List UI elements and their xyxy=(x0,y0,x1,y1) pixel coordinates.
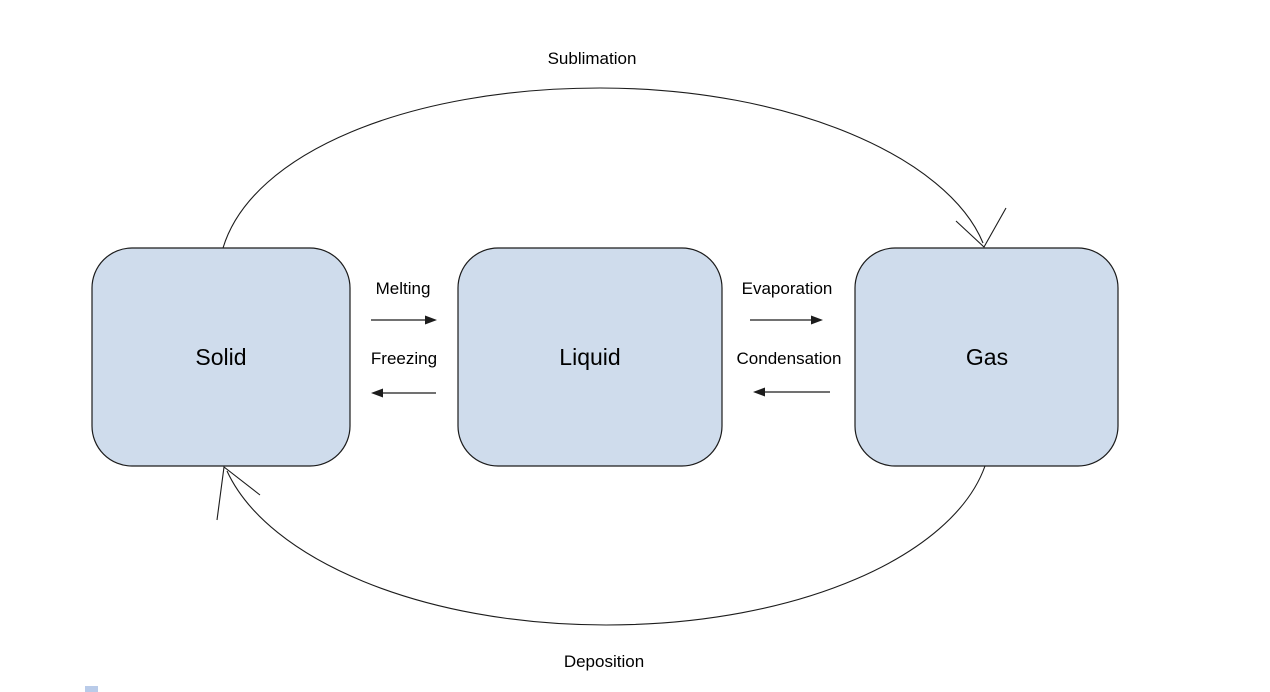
corner-artifact-shape xyxy=(85,686,98,692)
deposition-arrowhead-icon xyxy=(216,465,261,521)
condensation-arrowhead-icon xyxy=(753,387,765,397)
node-solid xyxy=(91,247,351,467)
node-solid-label: Solid xyxy=(195,344,246,370)
melting-arrowhead-icon xyxy=(425,315,437,325)
node-gas-label: Gas xyxy=(966,344,1008,370)
node-liquid-label: Liquid xyxy=(559,344,620,370)
node-liquid xyxy=(457,247,723,467)
evaporation-label: Evaporation xyxy=(742,279,833,298)
condensation-label: Condensation xyxy=(737,349,842,368)
melting-label: Melting xyxy=(376,279,431,298)
deposition-label: Deposition xyxy=(564,652,644,671)
sublimation-arrow-curve xyxy=(222,87,984,249)
sublimation-label: Sublimation xyxy=(548,49,637,68)
evaporation-arrowhead-icon xyxy=(811,315,823,325)
freezing-label: Freezing xyxy=(371,349,437,368)
deposition-arrow-curve xyxy=(226,465,986,626)
freezing-arrowhead-icon xyxy=(371,388,383,398)
sublimation-arrowhead-icon xyxy=(955,207,1007,248)
node-gas xyxy=(854,247,1119,467)
